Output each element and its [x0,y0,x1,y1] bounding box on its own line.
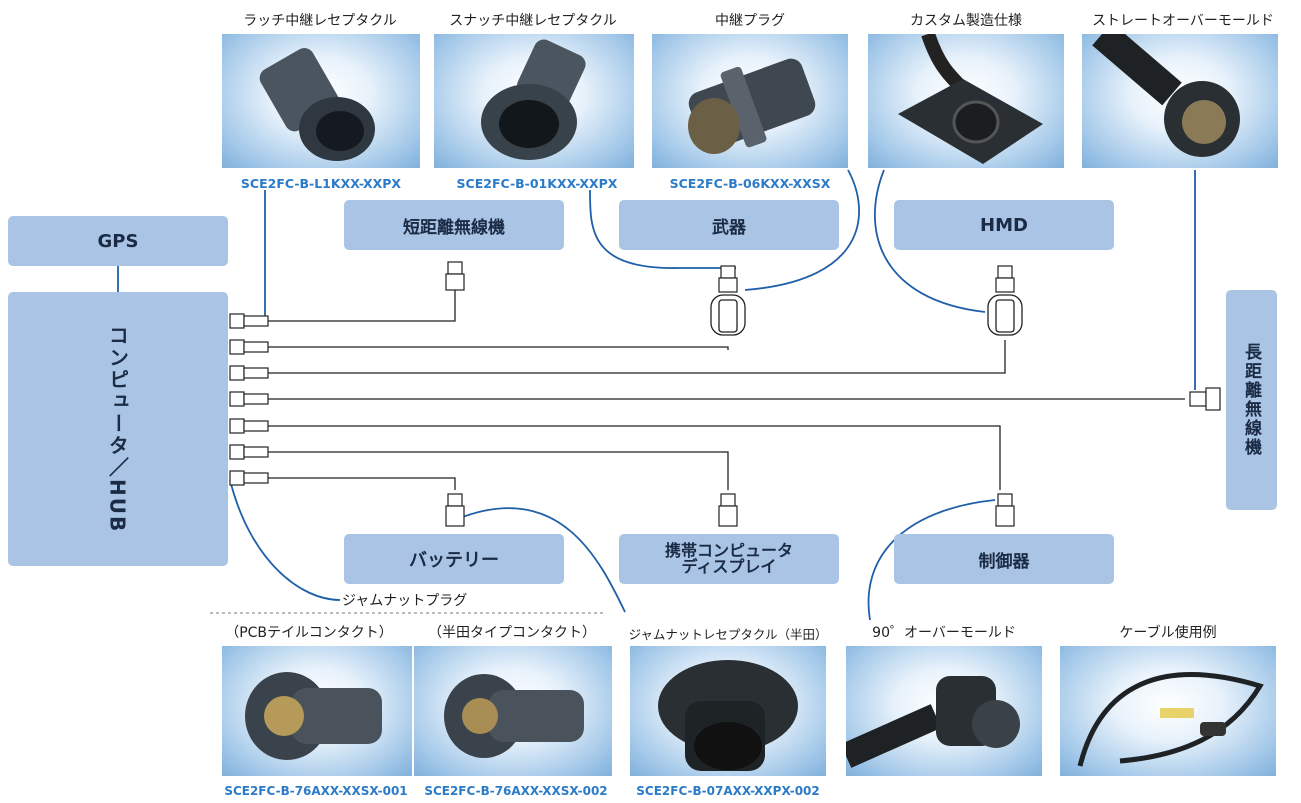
photo-pcb-contact [222,646,412,776]
connector-image [898,34,1043,164]
long-radio-label: 長距離無線機 [1241,343,1261,457]
photo-inline-plug [652,34,848,168]
hub-port-connector [229,470,269,486]
weapon-box: 武器 [619,200,839,250]
part-number-inline-plug: SCE2FC-B-06KXX-XXSX [669,176,831,191]
caption-latch-receptacle: ラッチ中継レセプタクル [243,13,397,29]
connector-image [259,48,375,161]
controller-box: 制御器 [894,534,1114,584]
photo-straight-overmold [1082,34,1278,168]
computer-hub-label: コンピュータ／HUB [105,324,130,534]
battery-box: バッテリー [344,534,564,584]
caption-inline-plug: 中継プラグ [715,13,785,29]
connector-image [658,660,798,771]
controller-connector [995,493,1015,527]
computer-hub-box: コンピュータ／HUB [8,292,228,566]
connector-image [1092,34,1240,157]
battery-connector [445,493,465,527]
hub-port-connector [229,365,269,381]
hub-port-connector [229,339,269,355]
connector-image [481,39,586,160]
hub-port-connector [229,313,269,329]
hub-port-connector [229,391,269,407]
hub-port-connector [229,444,269,460]
long-radio-box: 長距離無線機 [1226,290,1277,510]
photo-latch-receptacle [222,34,420,168]
photo-cable-example [1060,646,1276,776]
caption-snatch-receptacle: スナッチ中継レセプタクル [449,13,617,29]
part-number-latch: SCE2FC-B-L1KXX-XXPX [240,176,402,191]
portable-display-box: 携帯コンピュータ ディスプレイ [619,534,839,584]
gps-box: GPS [8,216,228,266]
hmd-splitter [987,294,1023,336]
weapon-connector [718,265,738,293]
label-jam-nut-receptacle: ジャムナットレセプタクル（半田） [628,627,828,642]
label-cable-example: ケーブル使用例 [1119,625,1217,641]
caption-custom-spec: カスタム製造仕様 [910,13,1022,29]
photo-snatch-receptacle [434,34,634,168]
display-connector [718,493,738,527]
short-radio-connector [445,261,465,291]
long-radio-connector [1189,387,1221,411]
part-number-pcb: SCE2FC-B-76AXX-XXSX-001 [224,784,408,798]
label-solder-contact: （半田タイプコンタクト） [428,625,596,641]
part-number-jam-nut-receptacle: SCE2FC-B-07AXX-XXPX-002 [636,784,820,798]
connector-image [245,672,382,760]
photo-overmold-90 [846,646,1042,776]
part-number-snatch: SCE2FC-B-01KXX-XXPX [456,176,618,191]
label-pcb-contact: （PCBテイルコンタクト） [225,625,393,641]
part-number-solder: SCE2FC-B-76AXX-XXSX-002 [424,784,608,798]
hmd-box: HMD [894,200,1114,250]
photo-custom-spec [868,34,1064,168]
caption-straight-overmold: ストレートオーバーモールド [1092,13,1274,29]
short-radio-box: 短距離無線機 [344,200,564,250]
label-jam-nut-plug: ジャムナットプラグ [342,593,468,609]
weapon-splitter [710,294,746,336]
hmd-connector [995,265,1015,293]
connector-image [444,674,584,758]
cable-image [1077,672,1264,767]
label-overmold-90: 90゜オーバーモールド [872,625,1016,641]
connector-image [846,676,1020,768]
hub-port-connector [229,418,269,434]
photo-jam-nut-receptacle [630,646,826,776]
connector-image [688,58,816,154]
photo-solder-contact [414,646,612,776]
